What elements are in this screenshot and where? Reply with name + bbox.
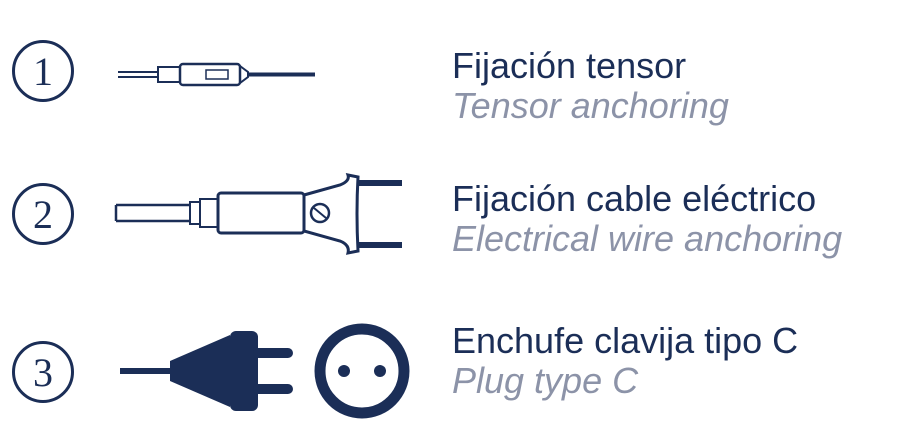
plug-type-c-icon [120,323,410,419]
item-title-en-1: Tensor anchoring [452,85,729,126]
number-badge-1: 1 [12,40,74,102]
item-title-es-2: Fijación cable eléctrico [452,178,817,219]
item-title-en-3: Plug type C [452,360,639,401]
item-text-3: Enchufe clavija tipo C Plug type C [452,321,798,401]
item-text-1: Fijación tensor Tensor anchoring [452,46,729,126]
item-title-es-3: Enchufe clavija tipo C [452,320,799,361]
number-badge-3: 3 [12,341,74,403]
item-title-es-1: Fijación tensor [452,45,687,86]
number-badge-2: 2 [12,183,74,245]
wire-anchor-icon [114,173,402,255]
tensor-anchor-icon [118,62,315,87]
item-text-2: Fijación cable eléctrico Electrical wire… [452,179,842,259]
item-title-en-2: Electrical wire anchoring [452,218,843,259]
